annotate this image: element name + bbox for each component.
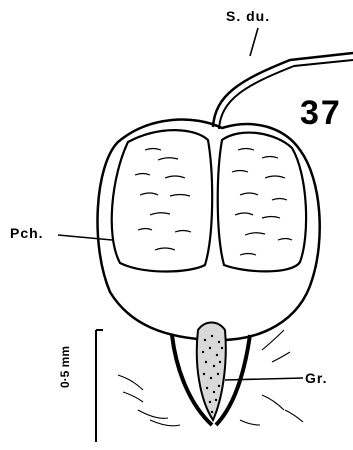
left-lobe-hatching xyxy=(135,149,191,251)
outer-body xyxy=(98,120,320,341)
label-groove: Gr. xyxy=(305,370,327,386)
leader-lines xyxy=(58,28,303,380)
scale-bar xyxy=(96,330,103,442)
right-pouch xyxy=(218,133,306,272)
scale-bar-label: 0·5 mm xyxy=(58,346,72,388)
figure-number: 37 xyxy=(300,94,342,133)
label-sperm-duct: S. du. xyxy=(226,8,270,24)
right-lobe-hatching xyxy=(232,149,292,256)
left-pouch xyxy=(112,130,212,271)
label-pouch: Pch. xyxy=(10,225,44,241)
